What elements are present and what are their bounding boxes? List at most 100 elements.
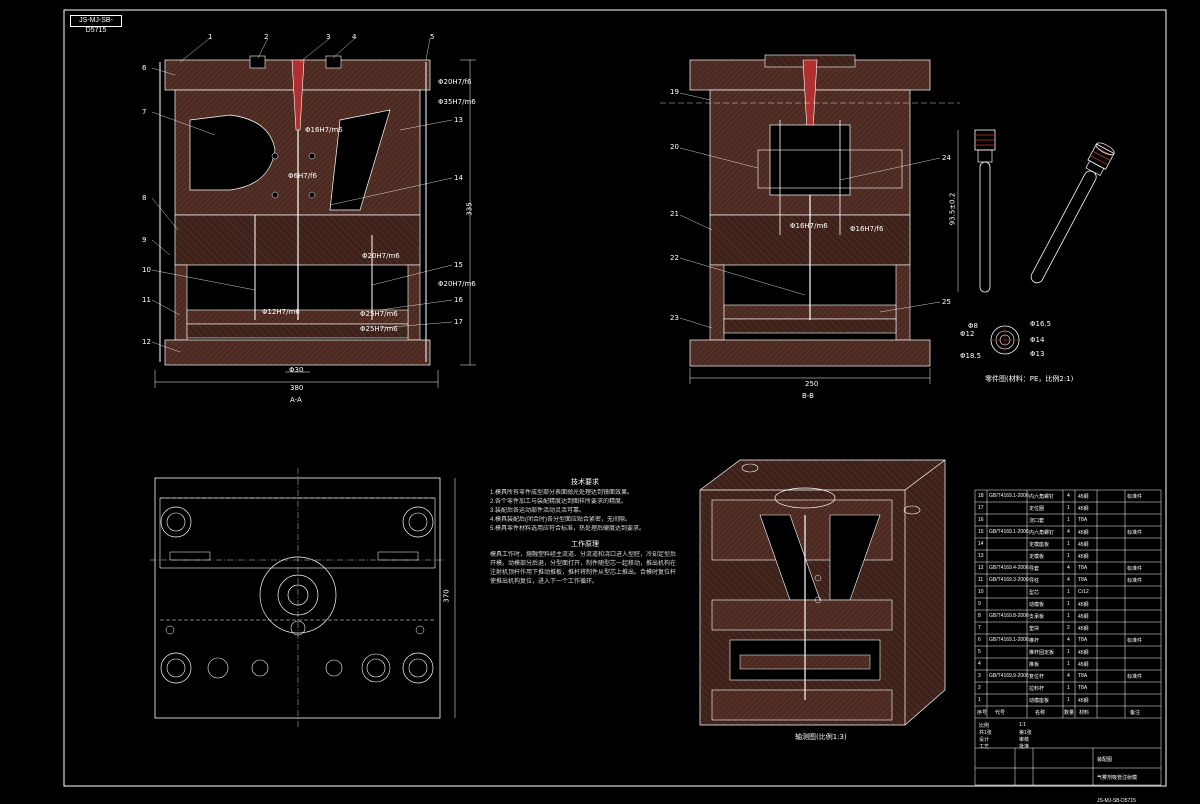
tb-row-name: 定模座板: [1029, 542, 1050, 548]
tb-row-qty: 1: [1067, 517, 1070, 523]
fit-annotation: Φ16H7/m6: [790, 222, 828, 230]
tb-product-name: 气雾剂吸管注射模: [1097, 775, 1138, 781]
tb-row-qty: 1: [1067, 697, 1070, 703]
fit-annotation: Φ16H7/f6: [850, 225, 884, 233]
tb-row-qty: 4: [1067, 673, 1070, 679]
tb-row-name: 推板: [1029, 662, 1040, 668]
tb-row-qty: 4: [1067, 577, 1070, 583]
tb-row-index: 6: [978, 637, 981, 643]
tb-row-qty: 2: [1067, 625, 1070, 631]
tb-row-material: 45钢: [1078, 554, 1089, 560]
callout-label: 4: [352, 33, 357, 41]
fit-annotation: Φ20H7/m6: [438, 280, 476, 288]
tb-row-material: T8A: [1078, 577, 1088, 583]
dim-part: Φ13: [1030, 350, 1045, 358]
tb-row-index: 4: [978, 661, 981, 667]
tb-row-code: GB/T4169.1-2006: [989, 637, 1029, 643]
work-principle-text: 模具工作时，熔融塑料经主流道、分流道和浇口进入型腔，冷却定型后开模。动模部分后退…: [490, 552, 677, 585]
tb-row-material: 45钢: [1078, 542, 1089, 548]
tb-row-index: 9: [978, 601, 981, 607]
tb-row-name: 复位杆: [1029, 674, 1045, 680]
part-caption: 零件图(材料：PE，比例2:1): [985, 375, 1074, 383]
leader-lines: [151, 37, 941, 353]
callout-label: 16: [454, 296, 463, 304]
tb-row-index: 10: [978, 589, 984, 595]
tb-row-name: 浇口套: [1029, 518, 1045, 524]
dim-part-length: 93.5±0.2: [948, 192, 957, 226]
dim-part: Φ18.5: [960, 352, 982, 360]
notes-item: 3.装配后各运动部件活动灵活可靠。: [490, 508, 586, 514]
tb-row-material: 45钢: [1078, 506, 1089, 512]
tb-row-code: GB/T4169.1-2006: [989, 529, 1029, 535]
tb-row-name: 动模板: [1029, 602, 1045, 608]
tb-row-qty: 1: [1067, 553, 1070, 559]
fit-annotation: Φ20H7/m6: [362, 252, 400, 260]
tb-small-cell: 比例: [979, 723, 990, 729]
tb-row-material: Cr12: [1078, 589, 1089, 595]
tb-small-cell: 1:1: [1019, 722, 1026, 728]
dim-part: Φ12: [960, 330, 975, 338]
tb-row-qty: 1: [1067, 661, 1070, 667]
notes-item: 1.模具所有零件成型部分表面抛光处理达到镜面效果。: [490, 490, 634, 496]
tb-row-index: 8: [978, 613, 981, 619]
tb-row-name: 动模座板: [1029, 698, 1050, 704]
tb-row-note: 标准件: [1127, 566, 1143, 572]
callout-label: 22: [670, 254, 679, 262]
tb-small-cell: 审核: [1019, 737, 1030, 743]
dim-a-width: 380: [290, 384, 304, 392]
tb-header: 材料: [1079, 710, 1090, 716]
callout-label: 2: [264, 33, 269, 41]
tb-row-qty: 1: [1067, 685, 1070, 691]
callout-label: 10: [142, 266, 151, 274]
tb-row-code: GB/T4169.8-2006: [989, 613, 1029, 619]
tb-row-qty: 1: [1067, 613, 1070, 619]
tb-row-index: 3: [978, 673, 981, 679]
axonometric-view: [699, 459, 946, 726]
tb-row-material: 45钢: [1078, 530, 1089, 536]
tb-row-note: 标准件: [1127, 674, 1143, 680]
callout-label: 3: [326, 33, 331, 41]
callout-label: 14: [454, 174, 463, 182]
tb-row-index: 15: [978, 529, 984, 535]
callout-label: 25: [942, 298, 951, 306]
section-b-view: [660, 54, 960, 384]
notes-title: 技术要求: [571, 479, 599, 486]
axonometric-caption: 轴测图(比例1:3): [795, 733, 847, 741]
tb-row-index: 14: [978, 541, 984, 547]
section-a-label: A-A: [290, 396, 302, 404]
tb-row-material: 45钢: [1078, 662, 1089, 668]
callout-label: 9: [142, 236, 147, 244]
callout-label: 19: [670, 88, 679, 96]
tb-assembly-label: 装配图: [1097, 757, 1113, 763]
tb-header: 备注: [1130, 710, 1141, 716]
tb-row-qty: 1: [1067, 541, 1070, 547]
callout-label: 15: [454, 261, 463, 269]
tb-row-name: 内六角螺钉: [1029, 530, 1055, 536]
tb-row-qty: 4: [1067, 529, 1070, 535]
tb-drawing-no: JS-MJ-SB-D5715: [1097, 798, 1136, 804]
dim-part: Φ16.5: [1030, 320, 1052, 328]
tb-row-note: 标准件: [1127, 494, 1143, 500]
tb-row-index: 18: [978, 493, 984, 499]
callout-label: 24: [942, 154, 951, 162]
tb-row-qty: 1: [1067, 601, 1070, 607]
notes-item: 2.各个零件加工与装配精度达到图样所要求的精度。: [490, 499, 628, 505]
tb-row-note: 标准件: [1127, 638, 1143, 644]
callout-label: 6: [142, 64, 147, 72]
callout-label: 13: [454, 116, 463, 124]
callout-label: 12: [142, 338, 151, 346]
tb-row-material: 45钢: [1078, 602, 1089, 608]
section-a-view: [154, 55, 476, 388]
callout-label: 21: [670, 210, 679, 218]
dim-a-small: Φ30: [289, 366, 304, 374]
dim-plan-height: 370: [442, 589, 451, 603]
work-principle-title: 工作原理: [571, 541, 599, 548]
plan-view: [150, 468, 456, 728]
callout-label: 5: [430, 33, 435, 41]
tb-row-name: 定位圈: [1029, 506, 1045, 512]
tb-row-material: T8A: [1078, 517, 1088, 523]
callout-label: 11: [142, 296, 151, 304]
tb-row-name: 推杆: [1029, 638, 1040, 644]
tb-row-index: 16: [978, 517, 984, 523]
